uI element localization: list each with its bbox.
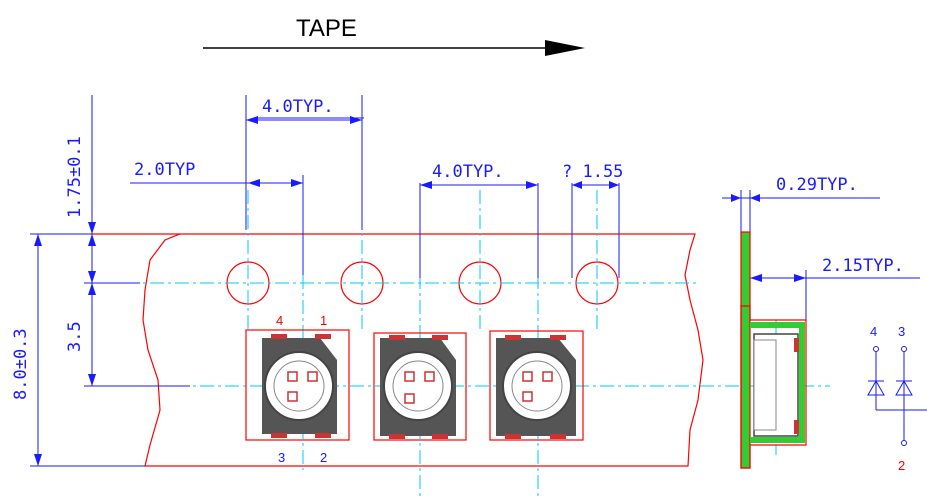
tape-direction-arrow — [203, 40, 585, 56]
pocket-2 — [373, 332, 467, 441]
centerlines — [100, 190, 830, 500]
dim-pocket-depth: 2.15TYP. — [822, 256, 904, 276]
dimension-lines — [30, 95, 920, 467]
pocket-1 — [245, 329, 350, 441]
dim-half-pitch: 2.0TYP — [134, 160, 195, 180]
pin-label-3: 3 — [278, 450, 285, 465]
dimension-arrows — [34, 116, 806, 466]
dim-pitch-top: 4.0TYP. — [262, 97, 334, 117]
dim-tape-width: 8.0±0.3 — [11, 328, 31, 400]
symbol-pin-2: 2 — [898, 458, 905, 473]
dim-hole-to-pocket: 3.5 — [65, 321, 85, 352]
dim-edge-offset: 1.75±0.1 — [65, 136, 85, 218]
tape-title: TAPE — [296, 15, 357, 42]
pin-label-2: 2 — [320, 450, 327, 465]
dim-tape-thickness: 0.29TYP. — [776, 175, 858, 195]
dim-hole-diameter: ? 1.55 — [562, 162, 623, 182]
tape-cross-section — [740, 231, 807, 469]
dim-pitch-mid: 4.0TYP. — [432, 162, 504, 182]
symbol-pin-3: 3 — [898, 324, 905, 339]
symbol-pin-4: 4 — [870, 324, 877, 339]
diode-symbol — [867, 346, 927, 446]
pin-label-4: 4 — [276, 313, 283, 328]
pin-label-1: 1 — [320, 313, 327, 328]
pocket-3 — [489, 330, 584, 441]
